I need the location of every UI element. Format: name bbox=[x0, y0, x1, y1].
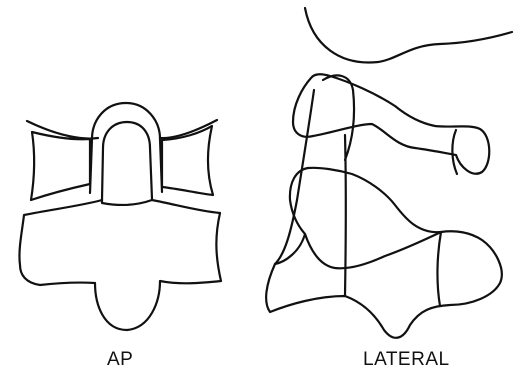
lateral-anterior-arch bbox=[323, 75, 354, 160]
lateral-atlas bbox=[293, 74, 489, 173]
lateral-c2-inner-contour bbox=[305, 232, 441, 268]
lateral-axis bbox=[266, 168, 502, 338]
ap-label: AP bbox=[107, 349, 133, 371]
lateral-c2-body-posterior bbox=[345, 135, 346, 296]
lateral-label: LATERAL bbox=[363, 349, 450, 371]
ap-view bbox=[19, 103, 221, 330]
ap-c2-body bbox=[19, 200, 221, 330]
lateral-posterior-arch-cap bbox=[452, 130, 457, 174]
lateral-occiput-curve bbox=[305, 8, 512, 62]
lateral-view bbox=[266, 8, 512, 338]
ap-left-lateral-mass bbox=[31, 132, 90, 200]
lateral-spinous-process-line bbox=[437, 232, 441, 306]
ap-dens-inner bbox=[102, 122, 152, 200]
ap-right-lateral-mass bbox=[162, 126, 213, 195]
